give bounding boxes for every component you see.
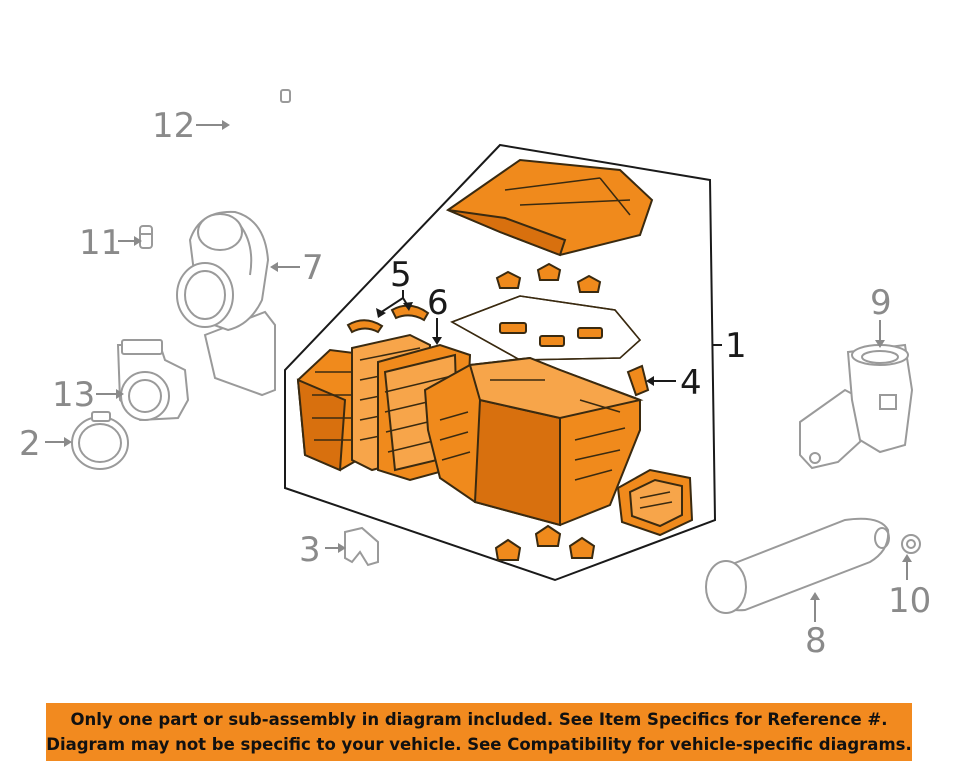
callout-3: 3 (299, 530, 321, 570)
callout-6: 6 (427, 283, 449, 323)
callout-9: 9 (870, 283, 892, 323)
callout-7: 7 (302, 248, 324, 288)
housing-grommets (494, 524, 596, 561)
callout-13: 13 (52, 375, 95, 415)
breather-tube-part (223, 68, 292, 194)
callout-10: 10 (888, 581, 931, 621)
disclaimer-banner: Only one part or sub-assembly in diagram… (46, 703, 912, 761)
disclaimer-line-2: Diagram may not be specific to your vehi… (46, 735, 912, 754)
callout-12: 12 (152, 106, 195, 146)
assembly-boundary (284, 143, 717, 582)
maf-sensor-part (116, 339, 190, 422)
intake-tube-part (705, 517, 890, 614)
disclaimer-line-1: Only one part or sub-assembly in diagram… (70, 710, 888, 729)
fitting-part (139, 225, 153, 249)
resonator-part (799, 343, 914, 470)
callout-8: 8 (805, 621, 827, 661)
callout-11: 11 (79, 223, 122, 263)
parts-diagram: 12 11 7 13 2 3 9 10 8 5 6 4 1 (19, 68, 931, 661)
cover-fasteners (495, 262, 602, 293)
clamp-part (71, 411, 129, 470)
clip-part (344, 526, 379, 567)
callout-2: 2 (19, 424, 41, 464)
callout-1: 1 (725, 326, 747, 366)
air-cleaner-cover-part (445, 158, 654, 257)
callout-4: 4 (680, 363, 702, 403)
retainer-clip-part (626, 364, 650, 397)
outlet-seal-part (616, 468, 694, 537)
filter-clips-part (346, 304, 430, 334)
grommet-part (901, 534, 921, 554)
lower-housing-part (423, 356, 644, 527)
gasket-part (450, 295, 642, 361)
intake-duct-part (176, 210, 276, 397)
callout-5: 5 (390, 255, 412, 295)
